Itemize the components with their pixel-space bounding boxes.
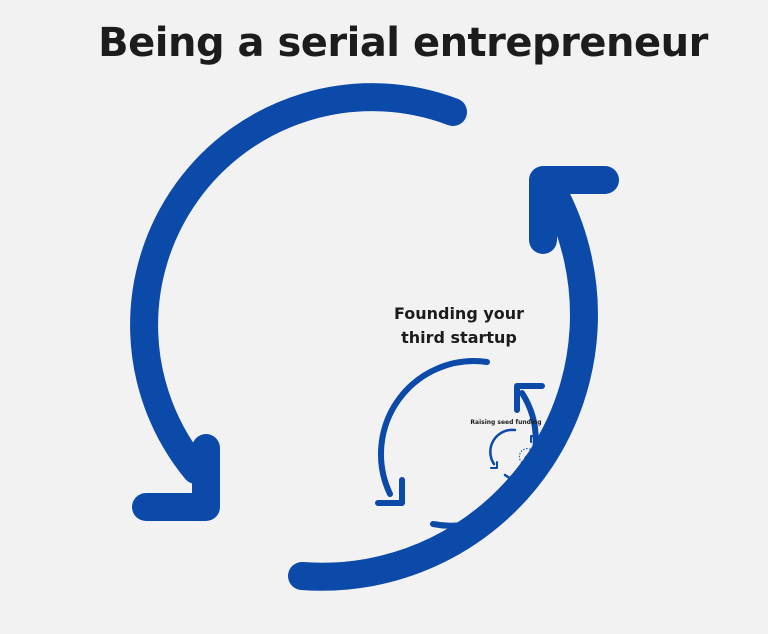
outer-right-arc	[288, 181, 598, 591]
outer-left-arc	[130, 83, 467, 484]
medium-left-arc	[378, 358, 490, 497]
tiny-cycle-arc	[518, 448, 535, 466]
small-right-arc	[503, 436, 545, 482]
medium-right-arrowhead	[514, 383, 545, 413]
small-left-arrowhead	[490, 461, 498, 469]
medium-right-arc	[430, 390, 539, 529]
small-left-arc	[489, 428, 517, 466]
outer-right-arrowhead	[529, 166, 619, 254]
small-right-arrowhead	[530, 435, 538, 443]
medium-left-arrowhead	[375, 477, 405, 506]
inner-label-line2: third startup	[401, 328, 517, 347]
inner-label-line1: Founding your	[394, 304, 524, 323]
small-label: Raising seed funding	[470, 419, 541, 426]
outer-left-arrowhead	[132, 434, 220, 521]
page-title: Being a serial entrepreneur	[98, 20, 708, 66]
